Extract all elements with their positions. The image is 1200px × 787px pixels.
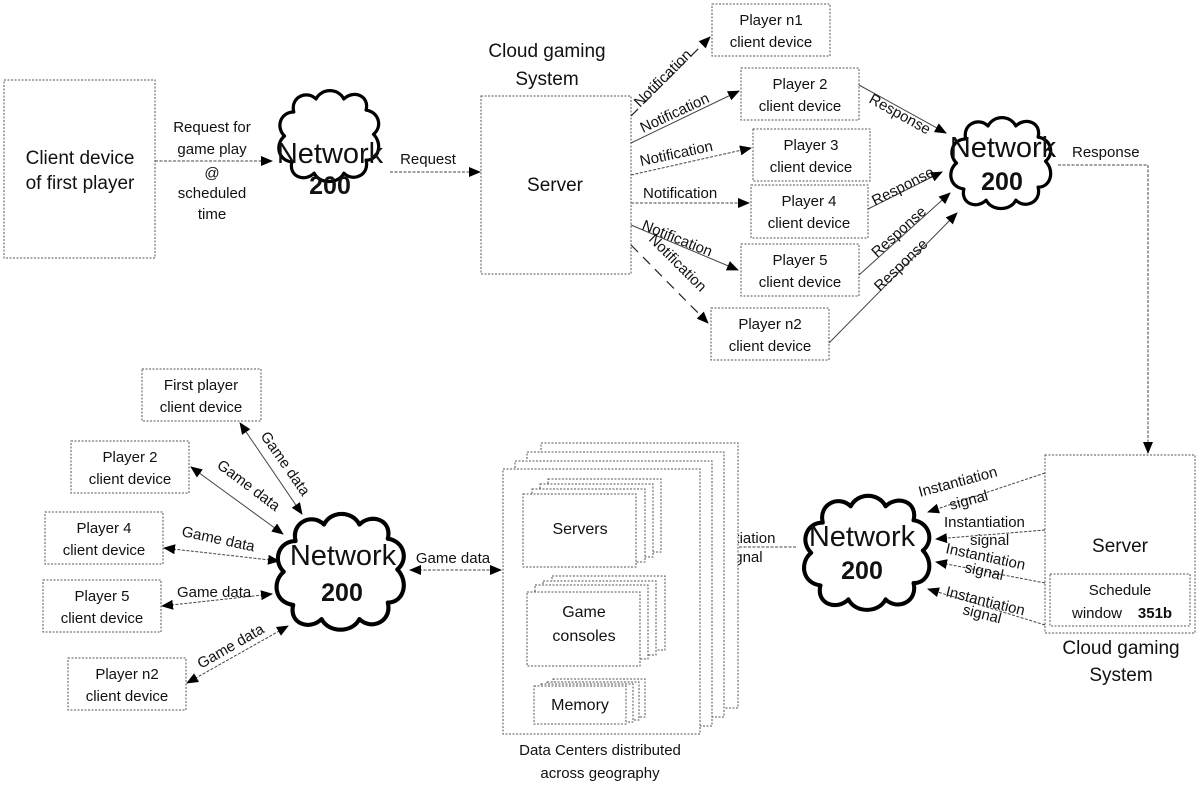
player-n2-box: Player n2 client device	[711, 308, 829, 360]
first-player-client-box-bottom: First player client device	[142, 369, 261, 421]
memory-stack: Memory	[534, 679, 645, 724]
servers-label: Servers	[552, 521, 607, 538]
player-5-box: Player 5 client device	[741, 244, 859, 296]
data-centers-caption: Data Centers distributed	[519, 742, 681, 759]
player-4-client-box-bottom: Player 4 client device	[45, 512, 163, 564]
player-label: client device	[759, 274, 842, 291]
player-3-box: Player 3 client device	[753, 129, 870, 181]
request-label-line: Request for	[173, 119, 251, 136]
request-label-line: @	[204, 165, 219, 182]
server-label: Server	[1092, 536, 1149, 557]
servers-stack: Servers	[523, 479, 661, 567]
cloud-gaming-system-title: System	[515, 69, 578, 90]
response-label: Response	[869, 164, 937, 210]
game-data-label: Game data	[416, 550, 491, 567]
network-number: 200	[321, 579, 363, 607]
client-label: client device	[63, 542, 146, 559]
player-label: Player n2	[738, 316, 801, 333]
game-consoles-label: Game	[562, 604, 606, 621]
data-centers-caption: across geography	[540, 765, 660, 782]
network-number: 200	[841, 557, 883, 585]
request-for-game-play-label: Request for game play @ scheduled time	[173, 119, 251, 223]
player-5-client-box-bottom: Player 5 client device	[43, 580, 161, 632]
data-centers-stack: Servers Game consoles Memory	[503, 443, 738, 734]
player-label: client device	[759, 98, 842, 115]
network-cloud-4: Network 200	[277, 514, 404, 630]
network-number: 200	[981, 168, 1023, 196]
first-player-client-line2: of first player	[26, 173, 135, 194]
client-label: Player 4	[76, 520, 131, 537]
game-data-label: Game data	[195, 620, 268, 672]
player-n1-box: Player n1 client device	[712, 4, 830, 56]
response-arrow-to-server	[1058, 165, 1148, 453]
server-box-bottom: Server Schedule window 351b	[1045, 455, 1195, 633]
game-data-arrow-player-4	[164, 548, 279, 561]
player-label: client device	[729, 338, 812, 355]
schedule-window-ref: 351b	[1138, 605, 1172, 622]
network-cloud-2: Network 200	[950, 118, 1057, 209]
cloud-gaming-system-title: Cloud gaming	[1062, 638, 1179, 659]
request-label-line: game play	[177, 141, 247, 158]
server-box-top: Server	[481, 96, 631, 274]
player-label: client device	[768, 215, 851, 232]
player-n2-client-box-bottom: Player n2 client device	[68, 658, 186, 710]
network-cloud-3: Network 200	[804, 496, 929, 610]
instantiation-label: Instantiation	[944, 514, 1025, 531]
game-consoles-label: consoles	[552, 628, 615, 645]
instantiation-label-1: Instantiation signal	[917, 464, 1000, 514]
network-number: 200	[309, 172, 351, 200]
instantiation-label-4: Instantiation signal	[944, 583, 1027, 627]
client-label: Player 2	[102, 449, 157, 466]
request-label-line: scheduled	[178, 185, 246, 202]
client-label: Player n2	[95, 666, 158, 683]
cloud-gaming-system-title: System	[1089, 665, 1152, 686]
first-player-client-line1: Client device	[26, 148, 135, 169]
first-player-client-box: Client device of first player	[4, 80, 155, 258]
server-label: Server	[527, 175, 584, 196]
player-label: Player 4	[781, 193, 836, 210]
request-label: Request	[400, 151, 457, 168]
player-label: client device	[730, 34, 813, 51]
request-label-line: time	[198, 206, 226, 223]
client-label: client device	[160, 399, 243, 416]
player-2-client-box-bottom: Player 2 client device	[71, 441, 189, 493]
notification-label: Notification	[643, 185, 717, 202]
player-label: Player 5	[772, 252, 827, 269]
network-label: Network	[950, 132, 1057, 164]
player-2-box: Player 2 client device	[741, 68, 859, 120]
network-label: Network	[290, 540, 397, 572]
client-label: client device	[89, 471, 172, 488]
game-consoles-stack: Game consoles	[527, 576, 665, 666]
player-label: Player 3	[783, 137, 838, 154]
network-cloud-1: Network 200	[277, 91, 384, 200]
client-label: First player	[164, 377, 238, 394]
game-data-label: Game data	[177, 584, 252, 601]
schedule-window-label: Schedule	[1089, 582, 1152, 599]
schedule-window-box: Schedule window 351b	[1050, 574, 1190, 626]
client-label: Player 5	[74, 588, 129, 605]
player-label: client device	[770, 159, 853, 176]
game-data-label: Game data	[214, 457, 284, 516]
client-label: client device	[61, 610, 144, 627]
network-label: Network	[809, 521, 916, 553]
network-label: Network	[277, 138, 384, 170]
client-label: client device	[86, 688, 169, 705]
response-label: Response	[866, 91, 933, 139]
player-label: Player 2	[772, 76, 827, 93]
memory-label: Memory	[551, 697, 609, 714]
cloud-gaming-system-title: Cloud gaming	[488, 41, 605, 62]
player-4-box: Player 4 client device	[751, 185, 868, 238]
schedule-window-label: window	[1071, 605, 1122, 622]
response-label: Response	[1072, 144, 1140, 161]
player-label: Player n1	[739, 12, 802, 29]
